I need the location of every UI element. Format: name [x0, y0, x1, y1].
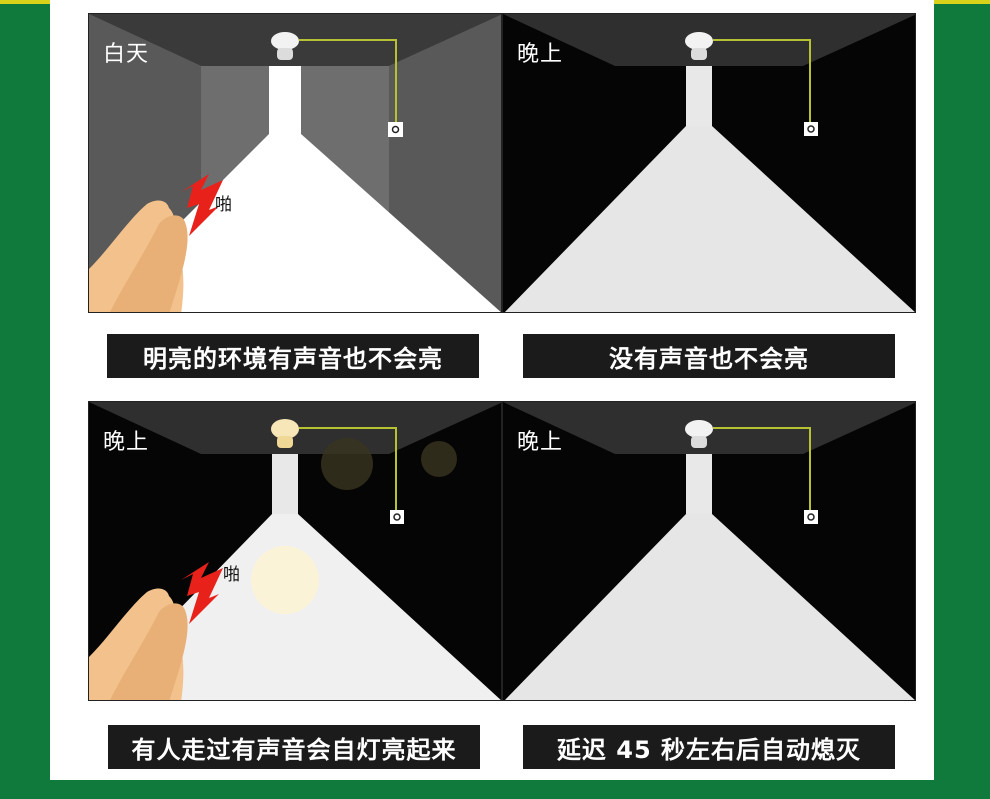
panel-label-time: 晚上	[517, 430, 564, 455]
scene-night-clap	[89, 402, 501, 700]
sound-label: 啪	[215, 195, 232, 215]
panel-daytime-clap: 白天 啪	[88, 13, 502, 313]
scene-night-delay	[503, 402, 915, 700]
sound-label: 啪	[223, 565, 240, 585]
caption-2: 没有声音也不会亮	[523, 334, 895, 378]
scene-night-quiet	[503, 14, 915, 312]
scene-daytime	[89, 14, 501, 312]
caption-4: 延迟 45 秒左右后自动熄灭	[523, 725, 895, 769]
panel-night-quiet: 晚上	[502, 13, 916, 313]
caption-1: 明亮的环境有声音也不会亮	[107, 334, 479, 378]
panel-label-time: 晚上	[517, 42, 564, 67]
caption-3: 有人走过有声音会自灯亮起来	[108, 725, 480, 769]
panel-night-delay-off: 晚上	[502, 401, 916, 701]
panel-label-time: 晚上	[103, 430, 150, 455]
panel-night-clap: 晚上 啪	[88, 401, 502, 701]
panel-label-time: 白天	[103, 42, 150, 67]
